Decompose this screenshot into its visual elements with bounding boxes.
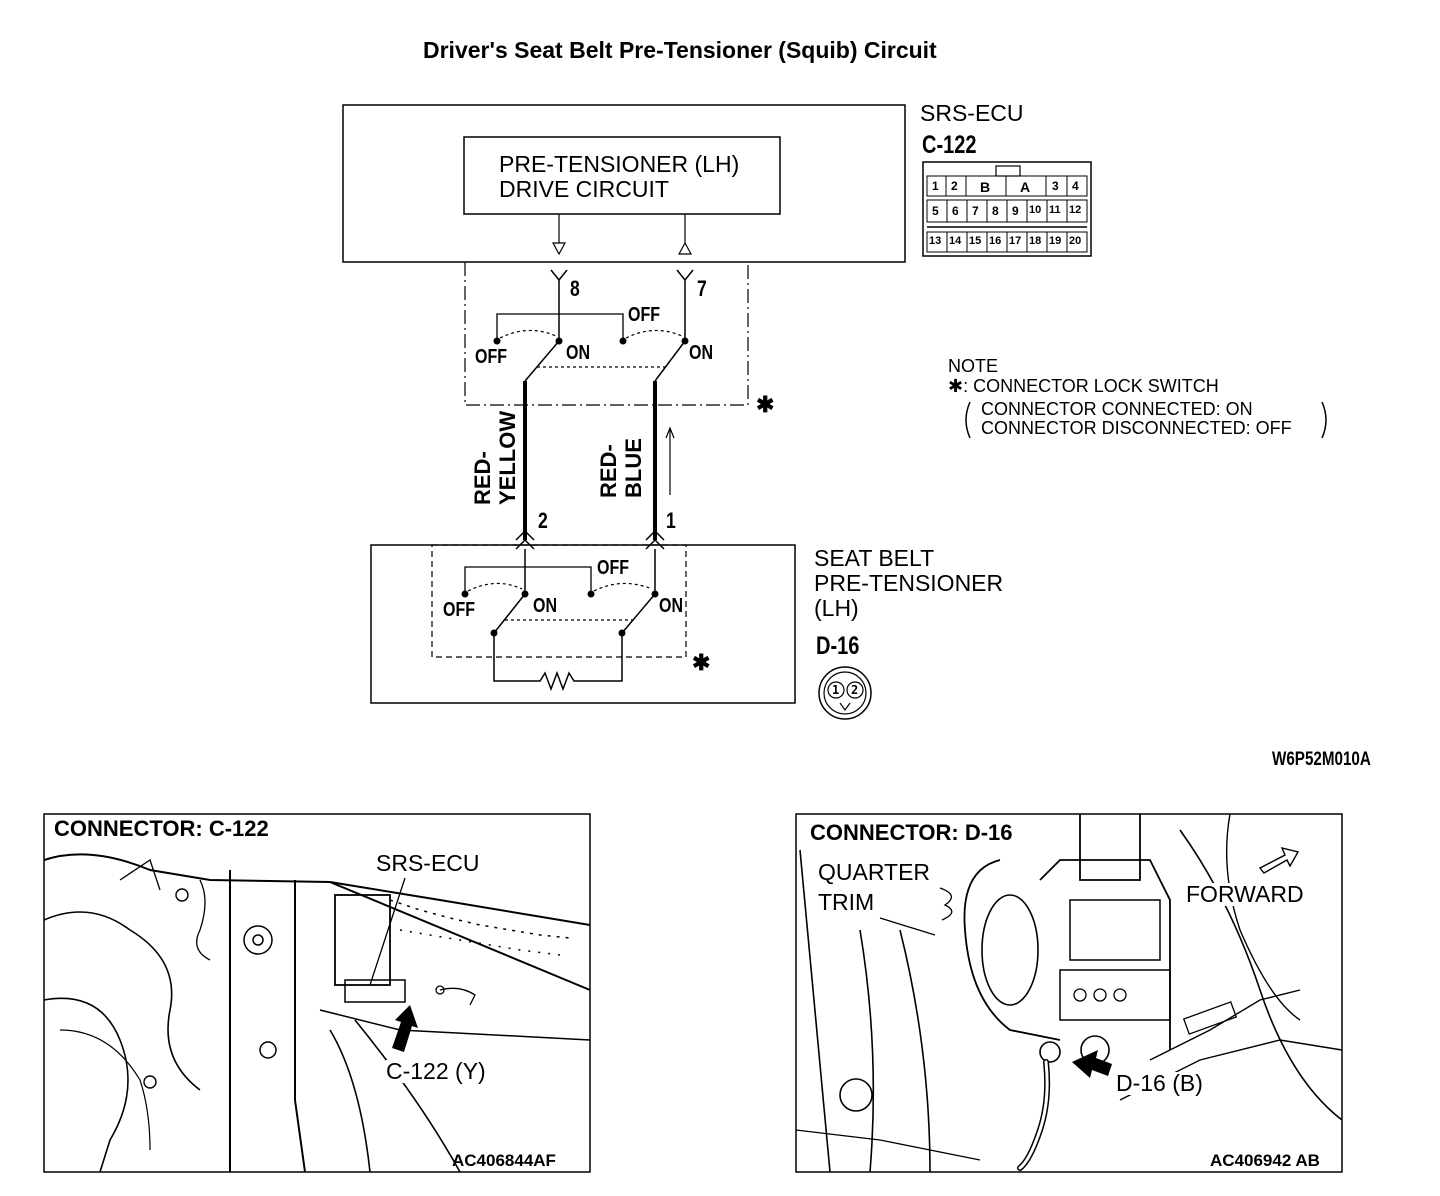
ecu-asterisk: ✱ [756, 392, 775, 417]
seat-belt-label-line3: (LH) [814, 595, 859, 621]
c122-pin-16: 16 [989, 235, 1002, 247]
wire-color-right: RED- BLUE [596, 438, 646, 498]
c122-pin-13: 13 [929, 235, 942, 247]
circuit-schematic [342, 104, 1327, 720]
photo-left-c-122 [43, 813, 591, 1173]
ecu-switch-off-left: OFF [475, 346, 507, 368]
photo-right-trim-label-2: TRIM [818, 889, 875, 915]
terminal-7: 7 [697, 276, 707, 301]
terminal-2: 2 [538, 508, 548, 533]
wire-color-left: RED- YELLOW [470, 410, 520, 505]
c122-pin-5: 5 [932, 204, 939, 218]
c122-pin-20: 20 [1069, 235, 1082, 247]
photo-left-header: CONNECTOR: C-122 [52, 816, 271, 841]
c122-pin-9: 9 [1012, 204, 1019, 218]
forward-arrow-icon [1258, 846, 1300, 874]
c122-pin-18: 18 [1029, 235, 1042, 247]
c122-pin-10: 10 [1029, 204, 1042, 216]
ecu-switch-off-right: OFF [628, 304, 660, 326]
squib-resistor-icon [493, 633, 623, 692]
c122-pin-19: 19 [1049, 235, 1062, 247]
c-122-connector-label: C-122 [922, 131, 977, 159]
note-line2: CONNECTOR CONNECTED: ON [981, 399, 1253, 419]
c122-pin-11: 11 [1049, 204, 1061, 216]
srs-ecu-box [342, 104, 906, 263]
drive-circuit-line1: PRE-TENSIONER (LH) [499, 151, 740, 177]
seat-belt-label-line2: PRE-TENSIONER [814, 570, 1004, 596]
drive-circuit-box [463, 136, 781, 215]
note-line1: ✱: CONNECTOR LOCK SWITCH [948, 376, 1219, 396]
c122-pin-12: 12 [1069, 204, 1082, 216]
c122-pin-2: 2 [951, 179, 958, 193]
c122-pin-15: 15 [969, 235, 982, 247]
c122-pin-4: 4 [1072, 179, 1079, 193]
note-heading: NOTE [948, 356, 999, 376]
seat-asterisk: ✱ [692, 650, 711, 675]
photo-right-trim-label-1: QUARTER [818, 859, 931, 885]
c122-pin-a: A [1020, 179, 1031, 195]
photo-right-forward-label: FORWARD [1186, 881, 1304, 907]
seat-belt-pretensioner-box [370, 544, 796, 704]
d16-pin-1: 1 [832, 683, 840, 697]
c122-pin-14: 14 [949, 235, 962, 247]
d-16-connector-label: D-16 [816, 632, 860, 660]
ecu-switch-on-left: ON [566, 342, 590, 364]
diagram-title: Driver's Seat Belt Pre-Tensioner (Squib)… [423, 37, 937, 63]
c122-pin-1: 1 [932, 179, 939, 193]
seat-belt-label-line1: SEAT BELT [814, 545, 935, 571]
diagram-code: W6P52M010A [1272, 749, 1371, 770]
c122-pin-8: 8 [992, 204, 999, 218]
photo-left-connector-label: C-122 (Y) [386, 1058, 486, 1084]
terminal-1: 1 [666, 508, 676, 533]
c122-pin-7: 7 [972, 204, 979, 218]
c-122-connector-face [922, 161, 1092, 257]
c122-pin-b: B [980, 179, 991, 195]
photo-right-code: AC406942 AB [1210, 1151, 1320, 1170]
photo-right-connector-label: D-16 (B) [1116, 1070, 1203, 1096]
ecu-switch-on-right: ON [689, 342, 713, 364]
photo-right-header: CONNECTOR: D-16 [808, 820, 1015, 845]
output-arrow-icon [551, 242, 567, 256]
terminal-8: 8 [570, 276, 580, 301]
c-122-pointer-arrow-icon [392, 1005, 418, 1052]
seat-switch-on-left: ON [533, 595, 557, 617]
note-line3: CONNECTOR DISCONNECTED: OFF [981, 418, 1292, 438]
seat-switch-on-right: ON [659, 595, 683, 617]
drive-circuit-line2: DRIVE CIRCUIT [499, 176, 669, 202]
seat-lock-switch-box [431, 544, 687, 658]
seat-switch-off-right: OFF [597, 557, 629, 579]
c122-pin-3: 3 [1052, 179, 1059, 193]
c122-pin-6: 6 [952, 204, 959, 218]
input-arrow-icon [677, 241, 693, 255]
d-16-connector-face [818, 666, 872, 720]
seat-switch-off-left: OFF [443, 599, 475, 621]
c122-pin-17: 17 [1009, 235, 1022, 247]
photo-left-code: AC406844AF [452, 1151, 556, 1170]
d-16-pointer-arrow-icon [1072, 1050, 1112, 1078]
srs-ecu-label: SRS-ECU [920, 100, 1024, 126]
d16-pin-2: 2 [851, 683, 859, 697]
photo-left-ecu-label: SRS-ECU [376, 850, 480, 876]
